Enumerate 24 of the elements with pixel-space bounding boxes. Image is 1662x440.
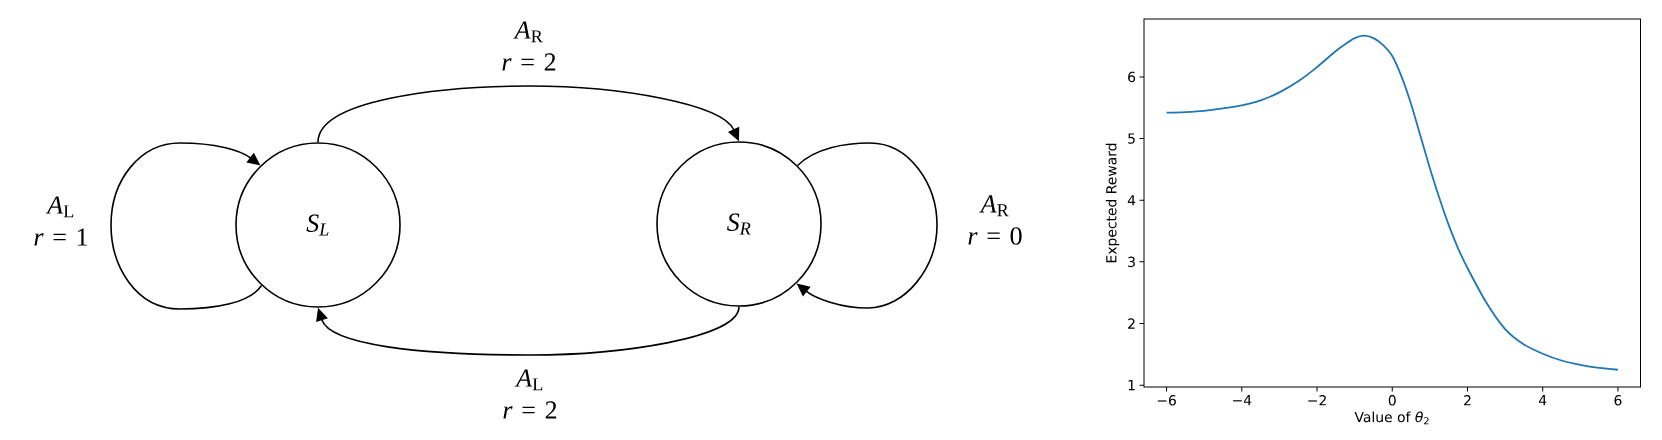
x-axis-title: Value of θ$_{2}$ xyxy=(1354,411,1429,425)
x-tick-label: 2 xyxy=(1464,395,1471,406)
y-tick-label: 4 xyxy=(1127,195,1136,206)
edge-label: A$_{R}$ r = 2 xyxy=(502,21,556,71)
y-axis-title: Expected Reward xyxy=(1105,143,1120,263)
y-tick-label: 6 xyxy=(1128,71,1136,83)
arrow xyxy=(110,142,263,310)
x-tick-label: −6 xyxy=(1157,395,1176,406)
x-tick-label: −2 xyxy=(1308,395,1326,406)
x-tick-label: 0 xyxy=(1388,395,1396,406)
edge-label: A$_{R}$ r = 0 xyxy=(968,195,1022,245)
y-tick-label: 1 xyxy=(1128,380,1135,391)
y-tick-label: 3 xyxy=(1128,256,1135,268)
edge-label: A$_{L}$ r = 2 xyxy=(503,369,557,419)
edge-label: A$_{L}$ r = 1 xyxy=(34,196,88,246)
x-tick-label: 4 xyxy=(1538,395,1547,406)
arrow xyxy=(317,85,740,143)
y-tick-label: 2 xyxy=(1128,318,1135,329)
arrow xyxy=(316,306,740,356)
arrow xyxy=(796,142,938,309)
y-tick-label: 5 xyxy=(1128,133,1135,144)
x-tick-label: −4 xyxy=(1233,395,1252,406)
x-tick-label: 6 xyxy=(1614,395,1622,406)
line-series xyxy=(1165,34,1619,371)
